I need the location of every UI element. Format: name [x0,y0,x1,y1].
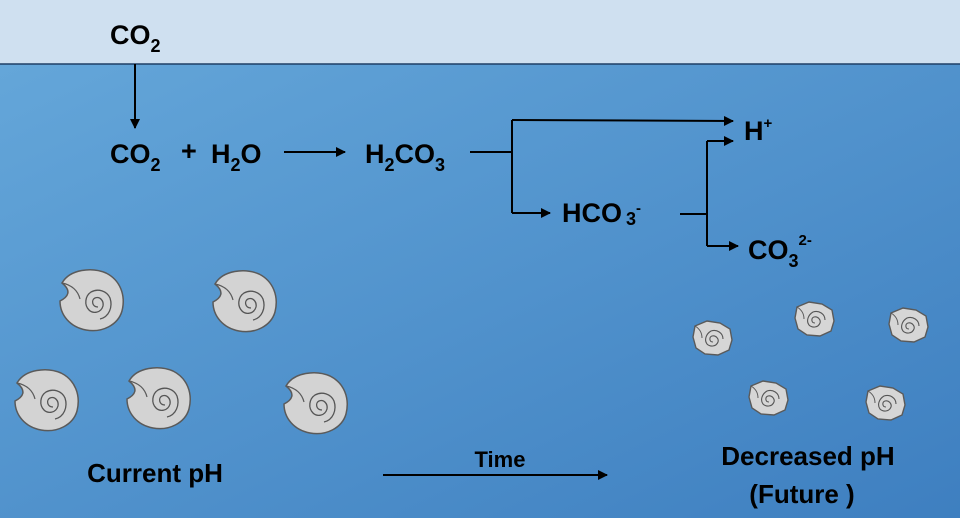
carbonic-acid-branch-arrows [470,115,734,218]
dissolving-shell-icon [748,380,789,416]
atmospheric-co2-label: CO2 [110,20,161,56]
spiral-shell-icon [14,369,79,432]
hydrogen-ion: H+ [744,115,773,146]
spiral-shell-icon [212,270,277,333]
spiral-shell-icon [126,367,191,430]
co2-reactant: CO2 [110,139,161,175]
ocean-body [0,64,960,518]
water-reactant: H2O [211,139,262,175]
carbonic-acid-product: H2CO3 [365,139,445,175]
atmosphere-band [0,0,960,64]
spiral-shell-icon [59,269,124,332]
time-label: Time [475,447,526,472]
plus-sign: + [181,136,197,166]
decreased-ph-label: Decreased pH [721,441,894,471]
carbonate-ion: CO32- [748,232,812,271]
dissolving-shell-icon [888,307,929,343]
current-ph-label: Current pH [87,458,223,488]
dissolving-shell-icon [794,301,835,337]
future-label: (Future ) [749,479,854,509]
spiral-shell-icon [283,372,348,435]
dissolving-shell-icon [865,385,906,421]
bicarbonate-branch-arrows [680,136,739,251]
dissolving-shell-icon [692,320,733,356]
